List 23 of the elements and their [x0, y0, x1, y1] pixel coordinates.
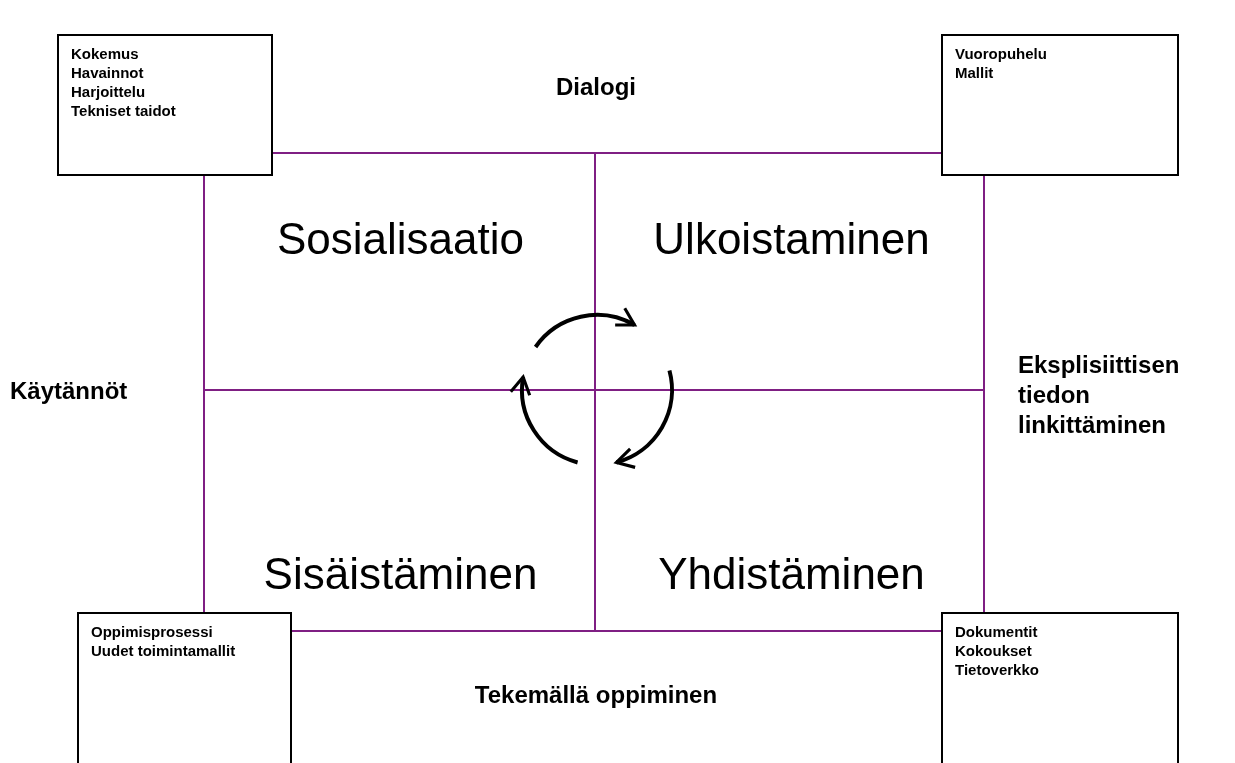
quadrant-label: Ulkoistaminen — [652, 214, 931, 264]
list-item: Tietoverkko — [955, 660, 1040, 679]
note-box — [941, 612, 1179, 763]
list-item: Tekniset taidot — [71, 101, 177, 120]
side-label: Eksplisiittisen tiedon linkittäminen — [1018, 350, 1181, 440]
quadrant-label: Sosialisaatio — [276, 214, 525, 264]
quadrant-label: Yhdistäminen — [657, 549, 926, 599]
side-label: Dialogi — [555, 72, 637, 102]
list-item: Kokoukset — [955, 641, 1033, 660]
list-item: Vuoropuhelu — [955, 44, 1048, 63]
list-item: Oppimisprosessi — [91, 622, 214, 641]
note-box — [941, 34, 1179, 176]
list-item: Uudet toimintamallit — [91, 641, 237, 660]
note-box — [77, 612, 292, 763]
quadrant-label: Sisäistäminen — [262, 549, 539, 599]
list-item: Mallit — [955, 63, 995, 82]
list-item: Havainnot — [71, 63, 145, 82]
side-label: Tekemällä oppiminen — [473, 680, 719, 710]
note-box — [57, 34, 273, 176]
list-item: Kokemus — [71, 44, 140, 63]
list-item: Dokumentit — [955, 622, 1039, 641]
side-label: Käytännöt — [10, 376, 129, 406]
list-item: Harjoittelu — [71, 82, 147, 101]
